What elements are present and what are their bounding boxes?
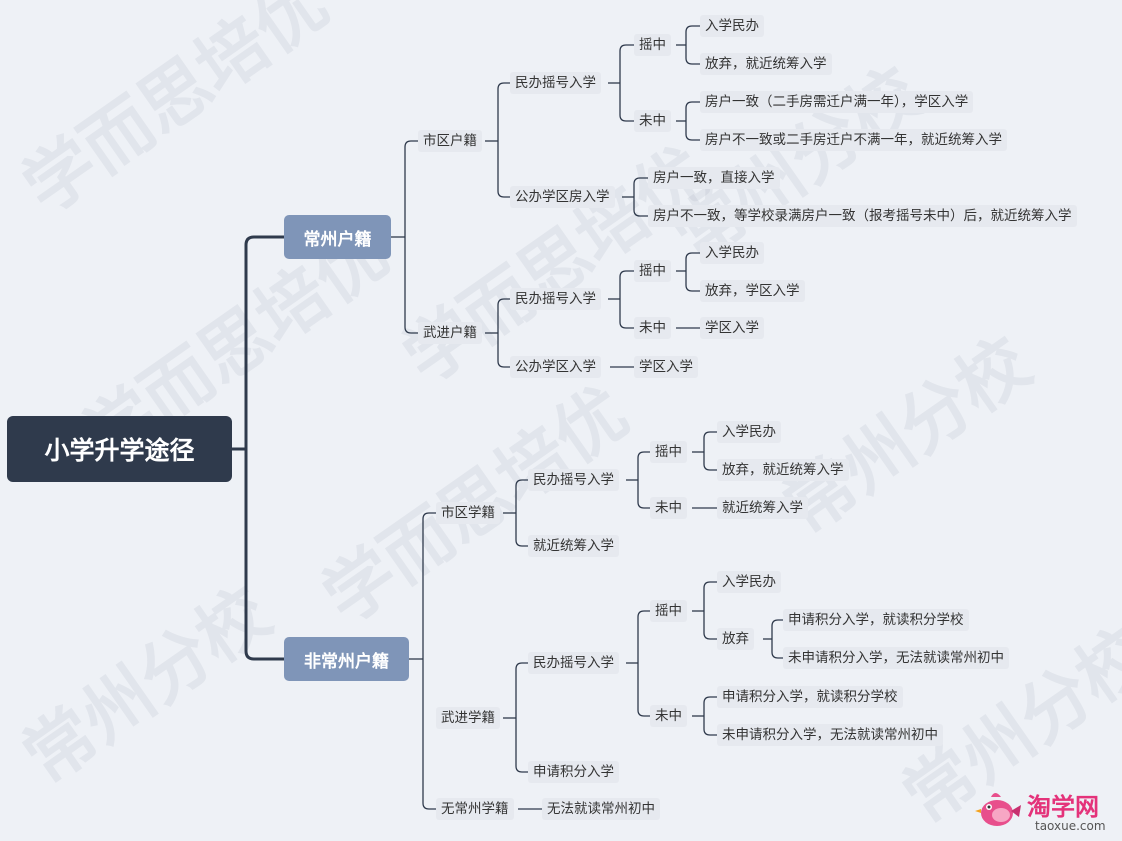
level1-connector [244, 235, 286, 661]
node-private-lottery: 民办摇号入学 [528, 652, 619, 674]
node-option: 房户不一致，等学校录满房户一致（报考摇号未中）后，就近统筹入学 [648, 205, 1077, 227]
node-non-changzhou-hukou: 非常州户籍 [284, 637, 409, 681]
node-selected: 摇中 [634, 260, 671, 282]
node-option: 入学民办 [717, 571, 781, 593]
node-public-district: 公办学区房入学 [510, 186, 615, 208]
node-option: 申请积分入学，就读积分学校 [717, 686, 903, 708]
node-wujin-school-reg: 武进学籍 [436, 707, 500, 729]
node-option: 学区入学 [634, 356, 698, 378]
node-private-lottery: 民办摇号入学 [528, 469, 619, 491]
node-no-school-reg: 无常州学籍 [436, 798, 514, 820]
bird-icon [975, 793, 1021, 826]
node-give-up: 放弃 [717, 628, 754, 650]
node-points: 申请积分入学 [528, 761, 619, 783]
node-city-school-reg: 市区学籍 [436, 502, 500, 524]
node-option: 申请积分入学，就读积分学校 [783, 609, 969, 631]
node-public-district: 公办学区入学 [510, 356, 601, 378]
logo-url: taoxue.com [1035, 819, 1106, 833]
node-city-hukou: 市区户籍 [418, 130, 482, 152]
node-nearby: 就近统筹入学 [528, 535, 619, 557]
node-option: 房户一致（二手房需迁户满一年），学区入学 [700, 91, 974, 113]
node-option: 学区入学 [700, 317, 764, 339]
node-private-lottery: 民办摇号入学 [510, 72, 601, 94]
logo-brand: 淘学网 [1027, 793, 1099, 821]
node-not-selected: 未中 [634, 317, 671, 339]
node-option: 就近统筹入学 [717, 497, 808, 519]
node-selected: 摇中 [650, 600, 687, 622]
node-option: 入学民办 [700, 15, 764, 37]
node-option: 未申请积分入学，无法就读常州初中 [717, 724, 943, 746]
node-wujin-hukou: 武进户籍 [418, 322, 482, 344]
node-not-selected: 未中 [650, 497, 687, 519]
node-option: 房户一致，直接入学 [648, 167, 780, 189]
node-not-selected: 未中 [634, 110, 671, 132]
node-option: 无法就读常州初中 [542, 798, 660, 820]
node-option: 未申请积分入学，无法就读常州初中 [783, 647, 1009, 669]
node-private-lottery: 民办摇号入学 [510, 288, 601, 310]
node-option: 房户不一致或二手房迁户不满一年，就近统筹入学 [700, 129, 1007, 151]
node-option: 入学民办 [700, 242, 764, 264]
node-selected: 摇中 [634, 34, 671, 56]
node-option: 入学民办 [717, 421, 781, 443]
node-option: 放弃，就近统筹入学 [717, 459, 849, 481]
node-changzhou-hukou: 常州户籍 [284, 215, 391, 259]
node-selected: 摇中 [650, 441, 687, 463]
node-option: 放弃，学区入学 [700, 280, 805, 302]
root-node: 小学升学途径 [7, 416, 232, 482]
node-not-selected: 未中 [650, 705, 687, 727]
taoxue-logo: 淘学网 taoxue.com [975, 783, 1120, 838]
node-option: 放弃，就近统筹入学 [700, 53, 832, 75]
